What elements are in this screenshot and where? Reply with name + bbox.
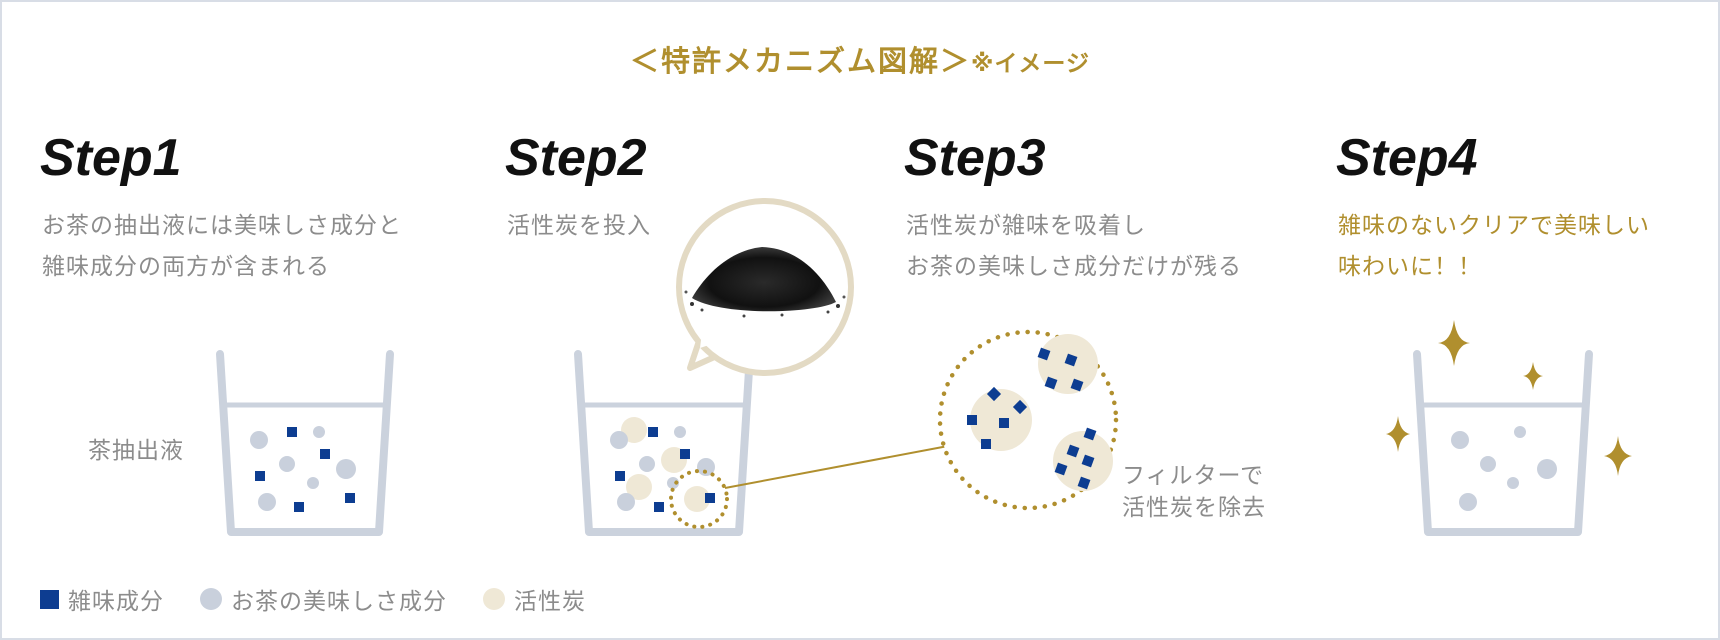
- step4-desc-line2: 味わいに！！: [1338, 254, 1482, 280]
- taste-particle: [1459, 493, 1477, 511]
- charcoal-powder-icon: [684, 247, 846, 318]
- legend-label: 雑味成分: [68, 589, 164, 615]
- step4-desc-line1: 雑味のないクリアで美味しい: [1338, 213, 1650, 239]
- filter-label-line2: 活性炭を除去: [1122, 495, 1266, 521]
- charcoal-particle: [626, 474, 652, 500]
- legend: 雑味成分 お茶の美味しさ成分 活性炭: [40, 582, 622, 616]
- impurity-particle: [320, 449, 330, 459]
- impurity-swatch-icon: [40, 589, 59, 609]
- title-main: ＜特許メカニズム図解＞: [630, 44, 972, 78]
- impurity-particle: [294, 502, 304, 512]
- sparkle-icon: [1386, 416, 1410, 452]
- step1-particles: [250, 426, 356, 512]
- impurity-particle: [287, 427, 297, 437]
- step2-glass-icon: [574, 350, 754, 536]
- legend-label: 活性炭: [514, 589, 586, 615]
- taste-particle: [313, 426, 325, 438]
- filter-label-line1: フィルターで: [1122, 463, 1265, 489]
- taste-particle: [1480, 456, 1496, 472]
- legend-item-impurity: 雑味成分: [40, 582, 164, 616]
- step3-heading: Step3: [904, 129, 1046, 187]
- step4-description: 雑味のないクリアで美味しい 味わいに！！: [1338, 206, 1650, 288]
- sparkles: [1386, 320, 1632, 476]
- taste-particle: [674, 426, 686, 438]
- step4-particles: [1451, 426, 1557, 511]
- adsorbed-impurities: [967, 347, 1097, 490]
- step2-desc-line1: 活性炭を投入: [507, 213, 651, 239]
- taste-particle: [336, 459, 356, 479]
- step2-heading: Step2: [505, 129, 647, 187]
- diagram-title: ＜特許メカニズム図解＞※イメージ: [2, 38, 1718, 80]
- legend-label: お茶の美味しさ成分: [231, 589, 447, 615]
- taste-particle: [667, 477, 679, 489]
- sparkle-icon: [1523, 362, 1543, 390]
- taste-particle: [697, 458, 715, 476]
- taste-particle: [639, 456, 655, 472]
- zoom-connector: [724, 445, 949, 489]
- taste-particle: [1537, 459, 1557, 479]
- taste-particle: [610, 431, 628, 449]
- step2-particles: [610, 417, 729, 529]
- taste-particle: [307, 477, 319, 489]
- charcoal-powder-bubble: [676, 198, 854, 376]
- impurity-particle: [705, 493, 715, 503]
- legend-item-charcoal: 活性炭: [483, 582, 586, 616]
- step1-desc-line2: 雑味成分の両方が含まれる: [42, 254, 330, 280]
- impurity-particle: [648, 427, 658, 437]
- step4-glass-icon: [1413, 350, 1593, 536]
- step1-description: お茶の抽出液には美味しさ成分と 雑味成分の両方が含まれる: [42, 206, 402, 288]
- taste-particle: [617, 493, 635, 511]
- step1-desc-line1: お茶の抽出液には美味しさ成分と: [42, 213, 402, 239]
- extract-label: 茶抽出液: [88, 438, 184, 464]
- legend-item-taste: お茶の美味しさ成分: [200, 582, 447, 616]
- taste-particle: [279, 456, 295, 472]
- step3-desc-line1: 活性炭が雑味を吸着し: [906, 213, 1146, 239]
- step2-description: 活性炭を投入: [507, 206, 651, 247]
- taste-particle: [1507, 477, 1519, 489]
- title-note: ※イメージ: [971, 51, 1090, 77]
- charcoal-swatch-icon: [483, 588, 505, 610]
- taste-particle: [258, 493, 276, 511]
- impurity-particle: [680, 449, 690, 459]
- impurity-particle: [654, 502, 664, 512]
- step3-desc-line2: お茶の美味しさ成分だけが残る: [906, 254, 1242, 280]
- sparkle-icon: [1604, 436, 1632, 476]
- zoom-source-circle: [669, 469, 729, 529]
- taste-particle: [1451, 431, 1469, 449]
- impurity-particle: [255, 471, 265, 481]
- taste-particle: [250, 431, 268, 449]
- impurity-particle: [615, 471, 625, 481]
- step1-heading: Step1: [40, 129, 182, 187]
- filter-label: フィルターで 活性炭を除去: [1122, 460, 1266, 524]
- impurity-particle: [345, 493, 355, 503]
- taste-swatch-icon: [200, 588, 222, 610]
- step1-glass-icon: [216, 350, 394, 536]
- taste-particle: [1514, 426, 1526, 438]
- step4-heading: Step4: [1336, 129, 1478, 187]
- charcoal-particle: [684, 486, 710, 512]
- step3-zoom-circle: [937, 329, 1119, 511]
- sparkle-icon: [1438, 320, 1470, 366]
- step3-description: 活性炭が雑味を吸着し お茶の美味しさ成分だけが残る: [906, 206, 1242, 288]
- charcoal-particle: [621, 417, 647, 443]
